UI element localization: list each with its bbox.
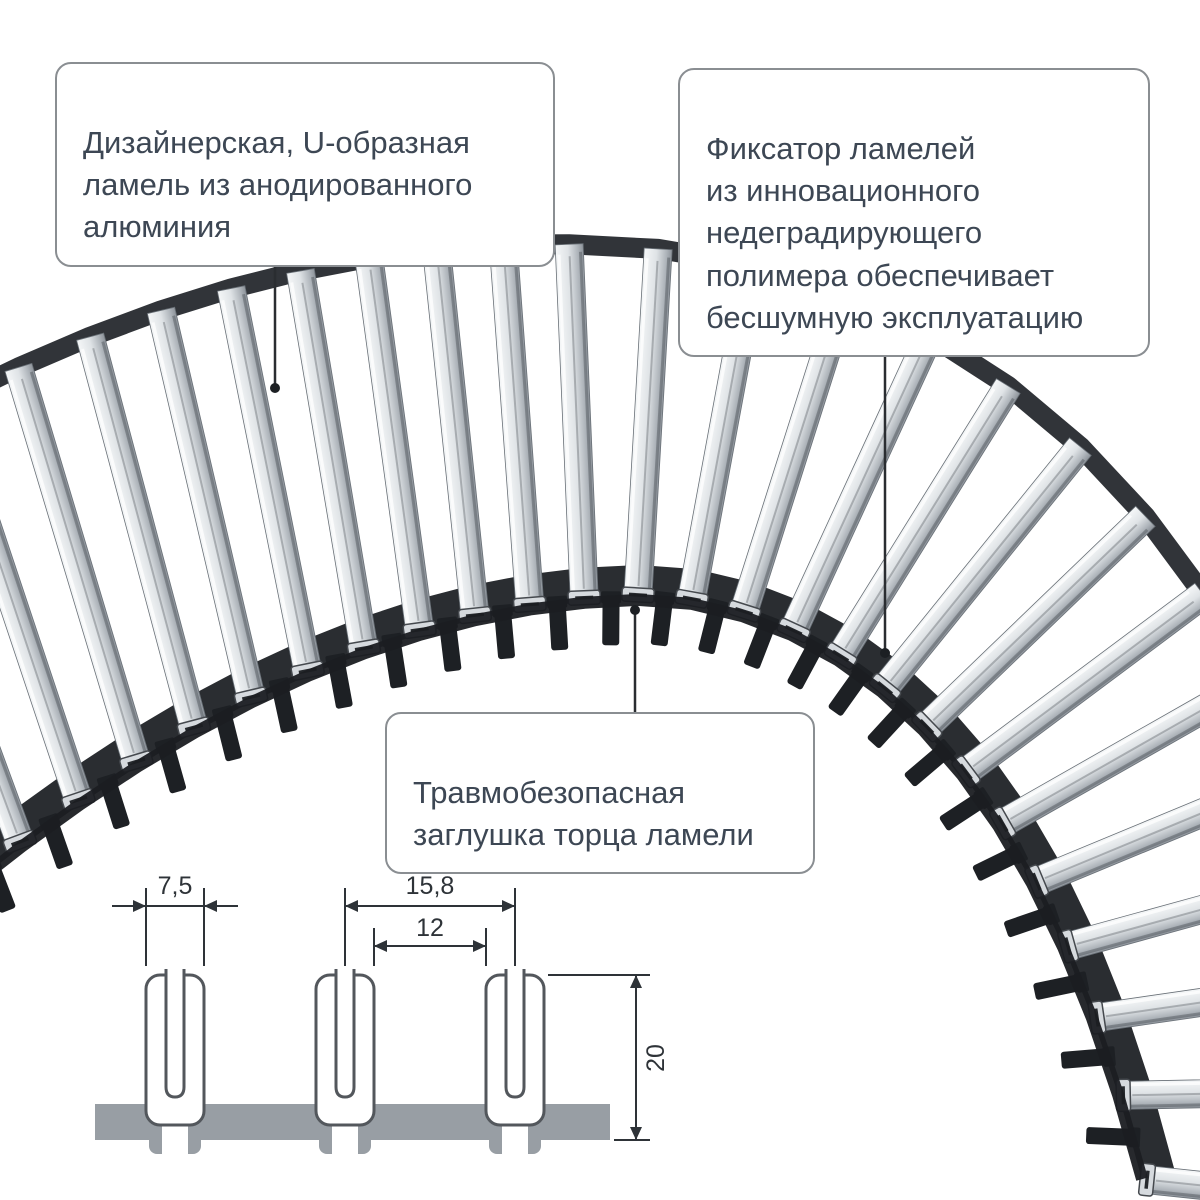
lamella-bar <box>823 378 1021 670</box>
lamella-bar <box>621 247 673 604</box>
channel-inner-slot <box>504 969 526 1099</box>
dim-label-inner-gap: 12 <box>416 914 444 942</box>
dim-label-channel-width: 7,5 <box>158 872 193 900</box>
lamella-ribbon-render <box>0 234 1200 1200</box>
dimension-channel-width: 7,5 <box>112 872 238 966</box>
channel-inner-slot <box>334 969 356 1099</box>
leader-dot-endcap <box>630 605 640 615</box>
leader-dot-lamella <box>270 383 280 393</box>
callout-endcap: Травмобезопасная заглушка торца ламели <box>385 712 815 875</box>
dim-label-pitch: 15,8 <box>406 872 455 900</box>
lamella-bar <box>488 242 547 614</box>
tech-drawing: 7,5 15,8 12 <box>95 872 670 1156</box>
fixator-clip <box>0 857 16 913</box>
callout-lamella: Дизайнерская, U-образная ламель из аноди… <box>55 62 555 267</box>
channel-inner-slot <box>164 969 186 1099</box>
lamella-bar <box>4 362 154 773</box>
lamella-bar <box>1137 1162 1200 1200</box>
callout-lamella-text: Дизайнерская, U-образная ламель из аноди… <box>83 125 473 245</box>
lamella-bar <box>776 328 943 644</box>
lamella-bar <box>554 243 602 607</box>
dimension-inner-gap: 12 <box>373 914 487 966</box>
lamella-bar <box>1115 1075 1200 1113</box>
callout-fixator: Фиксатор ламелей из инновационного недег… <box>678 68 1150 357</box>
dimension-pitch: 15,8 <box>344 872 516 966</box>
callout-endcap-text: Травмобезопасная заглушка торца ламели <box>413 775 754 853</box>
callout-fixator-text: Фиксатор ламелей из инновационного недег… <box>706 131 1084 335</box>
dimension-height: 20 <box>548 974 670 1141</box>
dim-label-height: 20 <box>642 1044 670 1072</box>
leader-dot-fixator <box>880 648 890 658</box>
lamella-bar <box>422 247 493 625</box>
lamella-bar <box>76 332 212 739</box>
spine-band-front <box>0 593 1148 1181</box>
